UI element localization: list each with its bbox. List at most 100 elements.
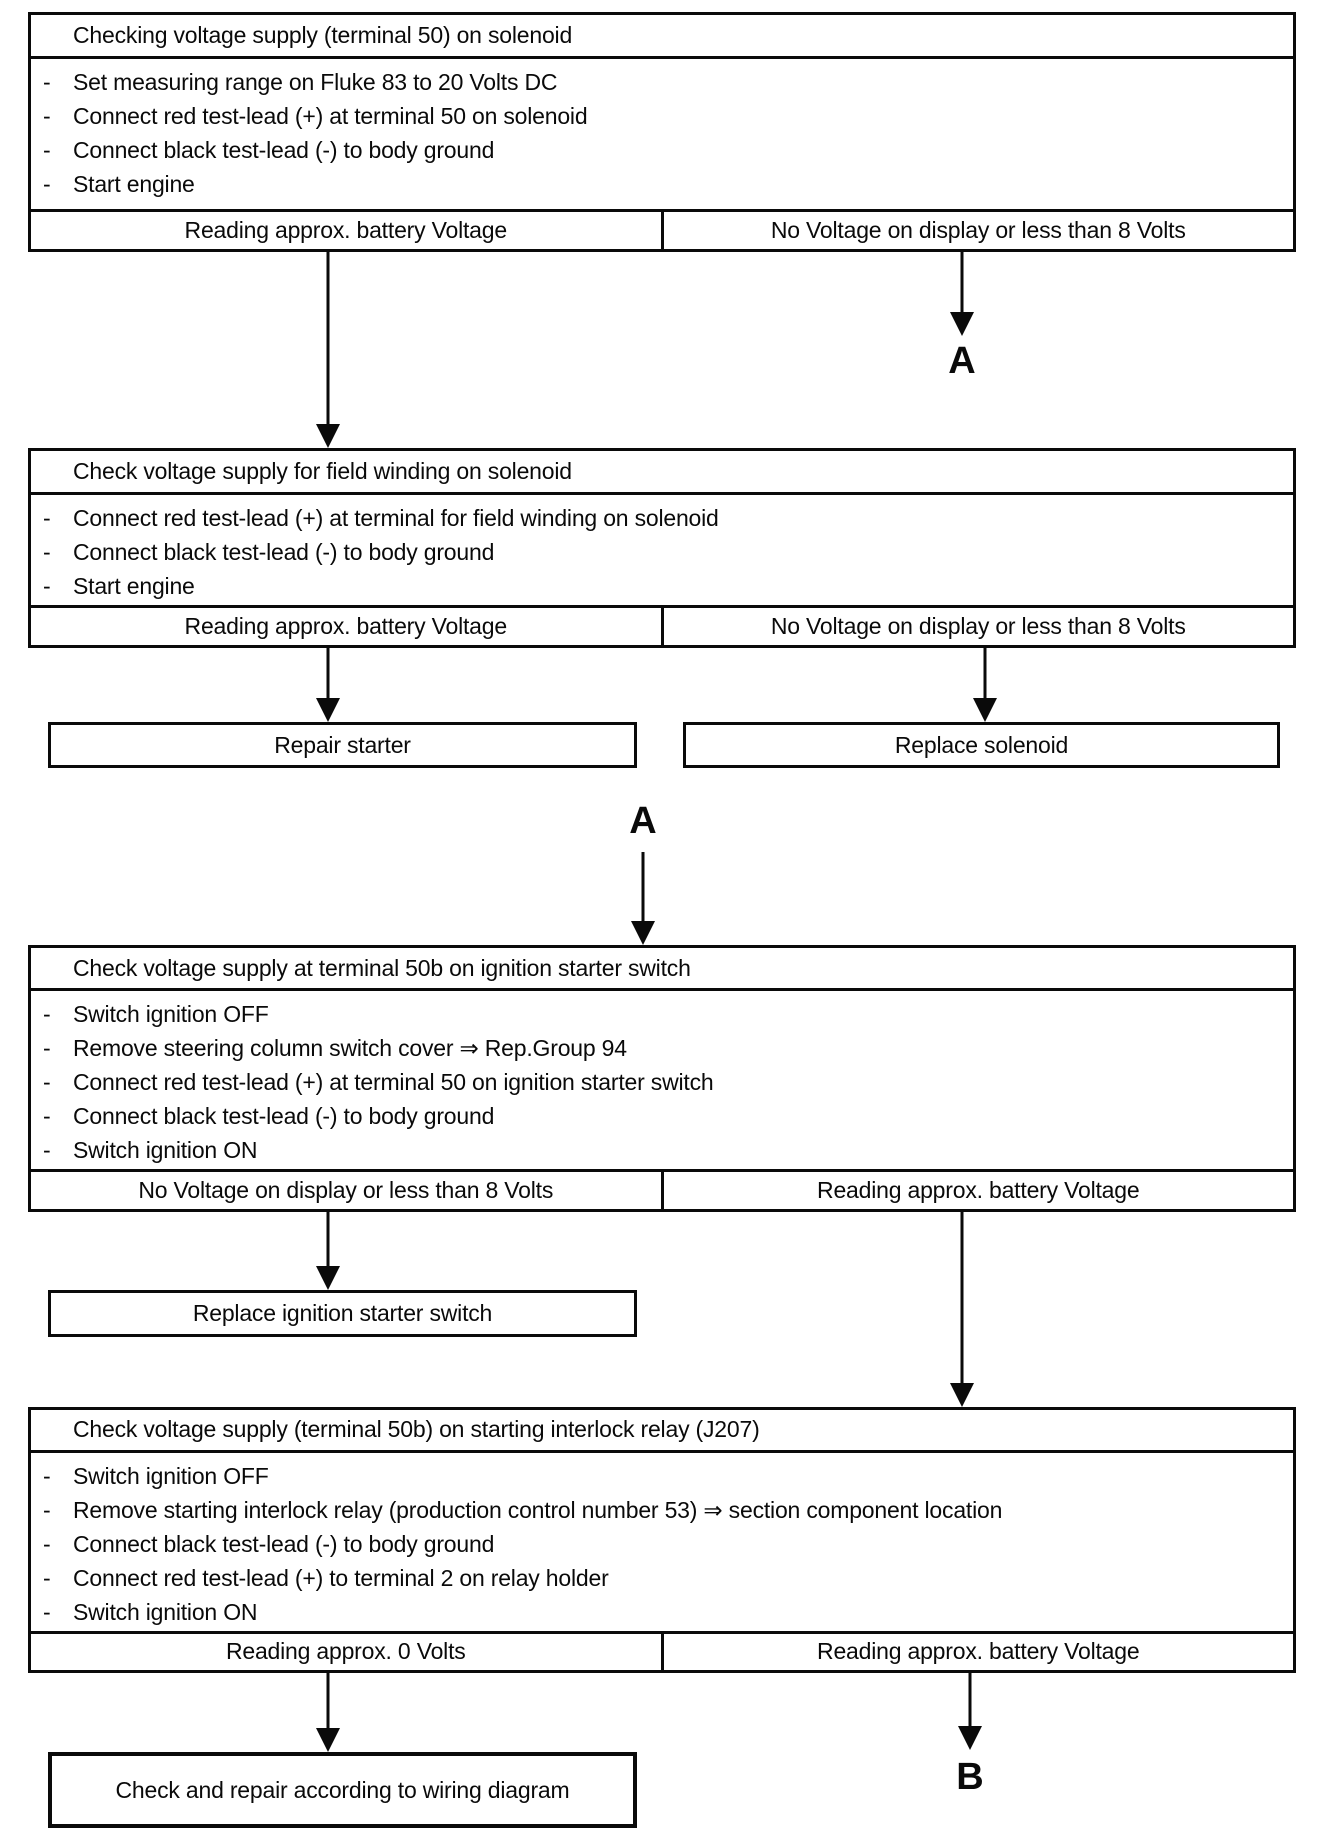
procedure-step: -Switch ignition OFF: [43, 1459, 1285, 1493]
procedure-3-title: Check voltage supply at terminal 50b on …: [31, 948, 1293, 992]
procedure-box-4: Check voltage supply (terminal 50b) on s…: [28, 1407, 1296, 1673]
step-text: Connect black test-lead (-) to body grou…: [73, 137, 495, 163]
flow-arrow-box4-to-wiring-check: [316, 1673, 340, 1752]
flow-arrow-box4-to-connector-b: [958, 1673, 982, 1750]
procedure-step: -Connect black test-lead (-) to body gro…: [43, 133, 1285, 167]
procedure-step: -Remove starting interlock relay (produc…: [43, 1493, 1285, 1527]
bullet-dash: -: [43, 69, 51, 95]
procedure-step: -Connect black test-lead (-) to body gro…: [43, 1527, 1285, 1561]
procedure-step: -Connect black test-lead (-) to body gro…: [43, 535, 1285, 569]
result-box-replace-ignition-switch: Replace ignition starter switch: [48, 1290, 637, 1337]
outcome-right-cell: Reading approx. battery Voltage: [817, 1177, 1140, 1204]
arrowhead-icon: [950, 1383, 974, 1407]
bullet-dash: -: [43, 1530, 51, 1557]
outcome-right-cell: No Voltage on display or less than 8 Vol…: [770, 613, 1186, 639]
procedure-box-2: Check voltage supply for field winding o…: [28, 448, 1296, 648]
procedure-box-1: Checking voltage supply (terminal 50) on…: [28, 12, 1296, 252]
arrowhead-icon: [631, 921, 655, 945]
step-text: Switch ignition ON: [73, 1137, 258, 1164]
bullet-dash: -: [43, 137, 51, 163]
bullet-dash: -: [43, 171, 51, 197]
outcome-right-cell: Reading approx. battery Voltage: [817, 1638, 1140, 1665]
arrowhead-icon: [950, 312, 974, 336]
bullet-dash: -: [43, 573, 51, 599]
step-text: Connect black test-lead (-) to body grou…: [73, 539, 495, 565]
bullet-dash: -: [43, 1598, 51, 1625]
outcome-right-cell: No Voltage on display or less than 8 Vol…: [770, 217, 1186, 243]
procedure-1-outcomes: Reading approx. battery Voltage No Volta…: [31, 209, 1293, 249]
step-text: Start engine: [73, 171, 195, 197]
procedure-4-steps: -Switch ignition OFF -Remove starting in…: [31, 1453, 1293, 1631]
flow-arrow-box2-to-replace-solenoid: [973, 648, 997, 722]
flow-arrow-box2-to-repair-starter: [316, 648, 340, 722]
step-text: Start engine: [73, 573, 195, 599]
step-text: Set measuring range on Fluke 83 to 20 Vo…: [73, 69, 558, 95]
outcome-left-cell: Reading approx. battery Voltage: [31, 212, 664, 249]
procedure-1-steps: -Set measuring range on Fluke 83 to 20 V…: [31, 59, 1293, 209]
procedure-2-steps: -Connect red test-lead (+) at terminal f…: [31, 495, 1293, 605]
bullet-dash: -: [43, 1069, 51, 1096]
result-box-replace-solenoid: Replace solenoid: [683, 722, 1280, 768]
procedure-step: -Set measuring range on Fluke 83 to 20 V…: [43, 65, 1285, 99]
procedure-box-3: Check voltage supply at terminal 50b on …: [28, 945, 1296, 1212]
step-text: Switch ignition OFF: [73, 1462, 269, 1489]
arrowhead-icon: [316, 1266, 340, 1290]
procedure-step: -Start engine: [43, 569, 1285, 603]
procedure-4-title: Check voltage supply (terminal 50b) on s…: [31, 1410, 1293, 1453]
outcome-left-cell: No Voltage on display or less than 8 Vol…: [31, 1172, 664, 1209]
result-box-check-wiring-diagram: Check and repair according to wiring dia…: [48, 1752, 637, 1828]
connector-label-a-target: A: [948, 340, 976, 382]
bullet-dash: -: [43, 1001, 51, 1028]
bullet-dash: -: [43, 1496, 51, 1523]
flow-arrow-box3-to-replace-switch: [316, 1212, 340, 1290]
bullet-dash: -: [43, 1462, 51, 1489]
procedure-step: -Switch ignition OFF: [43, 997, 1285, 1031]
step-text: Connect red test-lead (+) at terminal 50…: [73, 1069, 714, 1096]
procedure-4-outcomes: Reading approx. 0 Volts Reading approx. …: [31, 1630, 1293, 1670]
arrowhead-icon: [973, 698, 997, 722]
arrowhead-icon: [958, 1726, 982, 1750]
bullet-dash: -: [43, 505, 51, 531]
bullet-dash: -: [43, 1035, 51, 1062]
procedure-3-outcomes: No Voltage on display or less than 8 Vol…: [31, 1169, 1293, 1209]
procedure-step: -Switch ignition ON: [43, 1133, 1285, 1167]
step-text: Switch ignition ON: [73, 1598, 258, 1625]
step-text: Connect red test-lead (+) at terminal fo…: [73, 505, 719, 531]
step-text: Remove starting interlock relay (product…: [73, 1496, 1003, 1523]
procedure-2-title: Check voltage supply for field winding o…: [31, 451, 1293, 495]
step-text: Connect red test-lead (+) to terminal 2 …: [73, 1564, 609, 1591]
procedure-step: -Remove steering column switch cover ⇒ R…: [43, 1031, 1285, 1065]
connector-label-a-source: A: [629, 800, 657, 842]
bullet-dash: -: [43, 103, 51, 129]
flow-arrow-connector-a-to-box3: [631, 852, 655, 945]
connector-label-b-target: B: [956, 1756, 984, 1798]
flow-arrow-box1-to-box2: [316, 252, 340, 448]
step-text: Connect black test-lead (-) to body grou…: [73, 1103, 495, 1130]
procedure-2-outcomes: Reading approx. battery Voltage No Volta…: [31, 605, 1293, 645]
step-text: Connect black test-lead (-) to body grou…: [73, 1530, 495, 1557]
procedure-step: -Connect black test-lead (-) to body gro…: [43, 1099, 1285, 1133]
procedure-step: -Connect red test-lead (+) to terminal 2…: [43, 1561, 1285, 1595]
flow-arrow-box3-to-box4: [950, 1212, 974, 1407]
arrowhead-icon: [316, 698, 340, 722]
procedure-step: -Connect red test-lead (+) at terminal f…: [43, 501, 1285, 535]
procedure-step: -Connect red test-lead (+) at terminal 5…: [43, 99, 1285, 133]
flow-arrow-box1-to-connector-a: [950, 252, 974, 336]
bullet-dash: -: [43, 1564, 51, 1591]
result-box-repair-starter: Repair starter: [48, 722, 637, 768]
step-text: Remove steering column switch cover ⇒ Re…: [73, 1035, 627, 1062]
arrowhead-icon: [316, 1728, 340, 1752]
arrowhead-icon: [316, 424, 340, 448]
procedure-1-title: Checking voltage supply (terminal 50) on…: [31, 15, 1293, 59]
outcome-left-cell: Reading approx. 0 Volts: [31, 1633, 664, 1670]
bullet-dash: -: [43, 1137, 51, 1164]
procedure-3-steps: -Switch ignition OFF -Remove steering co…: [31, 991, 1293, 1169]
procedure-step: -Connect red test-lead (+) at terminal 5…: [43, 1065, 1285, 1099]
procedure-step: -Start engine: [43, 167, 1285, 201]
step-text: Connect red test-lead (+) at terminal 50…: [73, 103, 588, 129]
outcome-left-cell: Reading approx. battery Voltage: [31, 608, 664, 645]
bullet-dash: -: [43, 1103, 51, 1130]
bullet-dash: -: [43, 539, 51, 565]
procedure-step: -Switch ignition ON: [43, 1595, 1285, 1629]
